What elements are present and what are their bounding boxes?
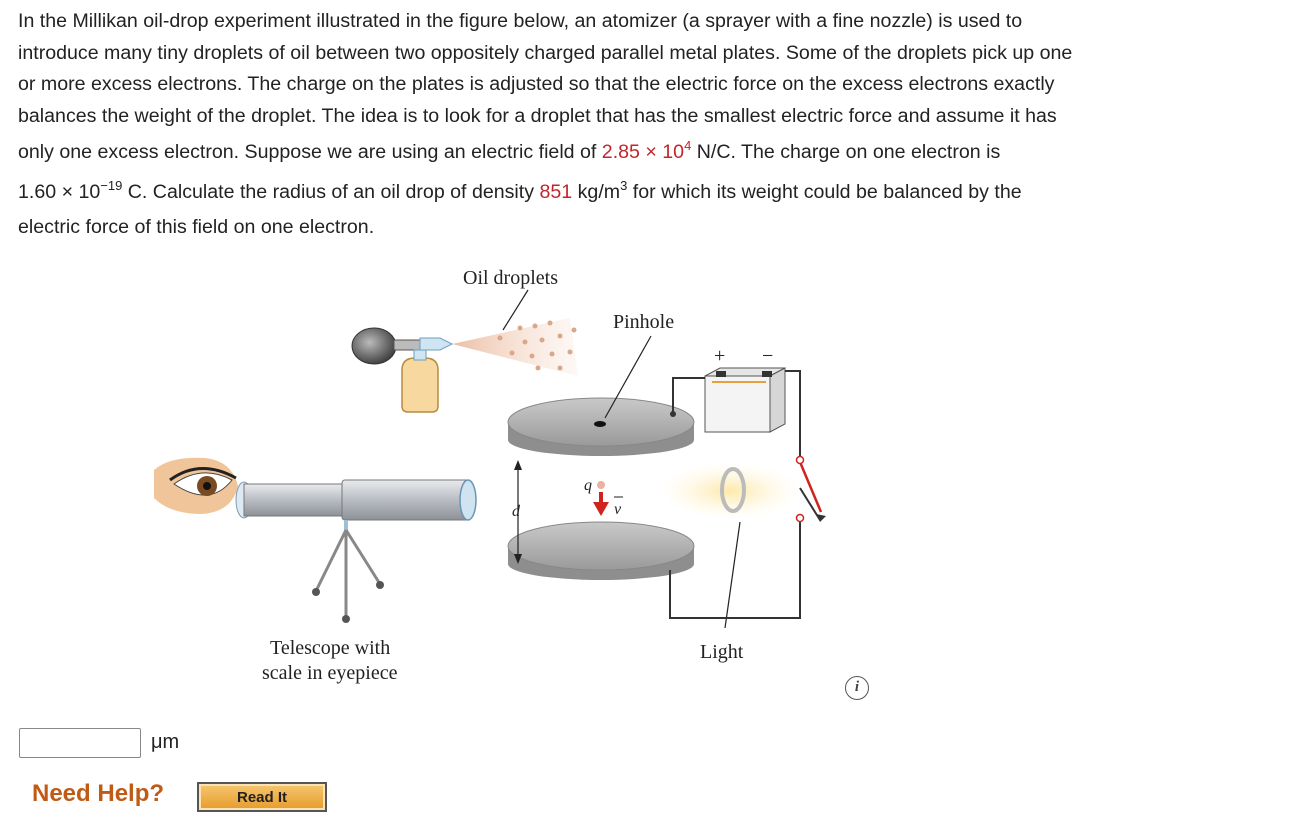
problem-line-2: introduce many tiny droplets of oil betw… [18,41,1073,64]
electric-field-value: 2.85 × 104 [601,138,692,163]
upper-plate [507,397,695,456]
label-d: d [512,503,521,520]
label-telescope-line-1: Telescope with [270,637,390,659]
plate-separation-arrow [514,460,522,564]
problem-text: C. Calculate the radius of an oil drop o… [122,181,540,203]
label-light: Light [700,641,744,663]
millikan-apparatus-figure: Oil droplets Telescope with scale in eye… [154,267,826,684]
field-exponent: 4 [684,138,692,153]
label-v: v [614,501,622,518]
problem-line-6: 1.60 × 10−19 C. Calculate the radius of … [18,172,1308,212]
wire-contact [670,411,676,417]
answer-unit: μm [151,731,180,753]
label-telescope-line-2: scale in eyepiece [262,662,398,684]
oil-droplets-pointer [502,289,529,331]
need-help-label: Need Help? [32,780,165,807]
charge-exponent: −19 [100,178,123,193]
circuit-wires [669,370,821,619]
field-times-ten: × 10 [639,141,685,163]
problem-line-1: In the Millikan oil-drop experiment illu… [18,10,1023,32]
field-mantissa: 2.85 [601,141,640,163]
switch [795,455,826,523]
light-glow [660,463,800,519]
lower-plate [507,521,695,580]
label-pinhole: Pinhole [613,311,674,333]
density-value: 851 [539,181,573,203]
answer-input[interactable] [19,728,141,758]
density-unit: kg/m [572,181,621,203]
atomizer [351,327,454,413]
light-lens [720,467,746,513]
label-q: q [584,477,592,494]
telescope [235,479,477,623]
problem-line-3: or more excess electrons. The charge on … [18,73,1055,95]
eye-illustration [154,457,238,514]
velocity-arrow [593,492,609,516]
problem-line-5: only one excess electron. Suppose we are… [18,132,1308,172]
pinhole-pointer [604,335,652,419]
light-pointer [724,521,741,629]
label-battery-minus: − [762,345,773,367]
label-oil-droplets: Oil droplets [463,267,558,289]
battery [704,367,786,433]
oil-spray [452,318,578,376]
charged-droplet [597,481,605,489]
problem-text: only one excess electron. Suppose we are… [18,141,602,163]
label-battery-plus: + [714,345,725,367]
info-icon[interactable]: i [845,676,869,700]
problem-line-4: balances the weight of the droplet. The … [18,104,1057,127]
problem-text: N/C. The charge on one electron is [691,141,1001,163]
density-exponent: 3 [620,178,628,193]
problem-statement: In the Millikan oil-drop experiment illu… [18,6,1308,244]
electron-charge: 1.60 × 10 [18,181,101,203]
problem-line-7: electric force of this field on one elec… [18,216,375,238]
read-it-button[interactable]: Read It [197,782,327,812]
problem-text: for which its weight could be balanced b… [627,181,1022,203]
oil-droplets [497,320,577,371]
